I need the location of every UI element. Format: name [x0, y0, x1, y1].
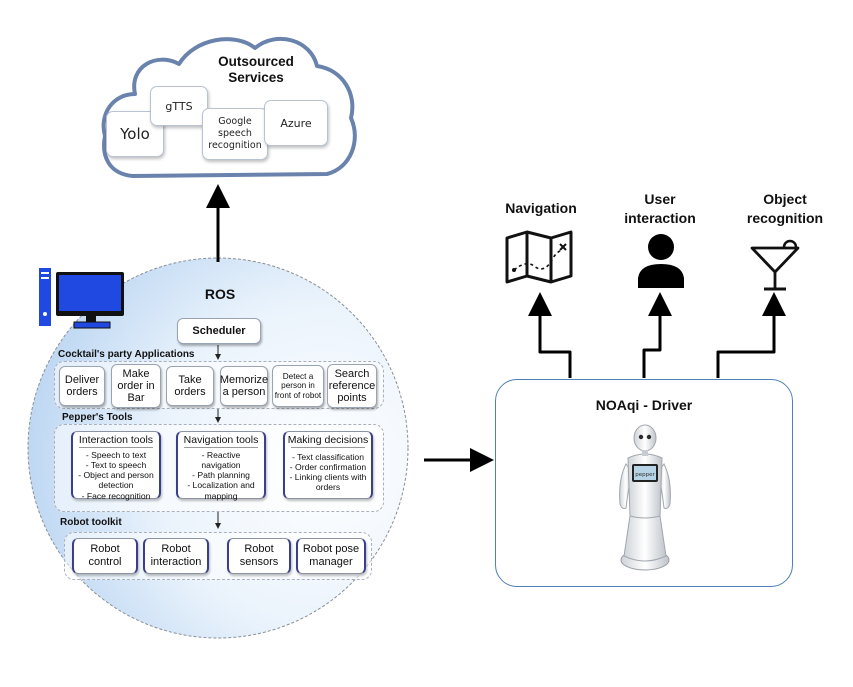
service-azure: Azure: [264, 100, 328, 146]
arrow-driver-to-object: [716, 292, 786, 378]
navigation-tools-box: Navigation tools - Reactive navigation -…: [176, 431, 266, 501]
object-recognition-label: Object recognition: [746, 191, 824, 226]
user-icon: [638, 234, 684, 288]
arrow-driver-to-user: [642, 292, 672, 378]
making-decisions-title: Making decisions: [287, 434, 369, 446]
arrow-driver-to-navigation: [528, 292, 572, 378]
interaction-tools-title: Interaction tools: [78, 434, 154, 446]
apps-section-label: Cocktail's party Applications: [58, 349, 195, 360]
making-decisions-box: Making decisions - Text classification -…: [283, 431, 373, 499]
svg-text:pepper: pepper: [635, 472, 655, 478]
cocktail-icon: [750, 239, 800, 291]
interaction-tools-box: Interaction tools - Speech to text - Tex…: [71, 431, 161, 501]
service-yolo: Yolo: [106, 111, 164, 157]
cloud-title: Outsourced Services: [218, 54, 294, 85]
map-icon: [505, 230, 573, 284]
computer-icon: [39, 268, 124, 329]
tools-section-label: Pepper's Tools: [62, 412, 133, 423]
ros-title: ROS: [204, 286, 236, 302]
service-gtts: gTTS: [150, 86, 208, 126]
making-decisions-list: - Text classification - Order confirmati…: [289, 452, 367, 493]
pepper-robot-image: pepper: [619, 424, 671, 571]
interaction-tools-list: - Speech to text - Text to speech - Obje…: [78, 450, 154, 501]
scheduler-box: Scheduler: [177, 318, 261, 344]
user-interaction-label: User interaction: [624, 191, 696, 226]
driver-title: NOAqi - Driver: [595, 397, 693, 413]
navigation-label: Navigation: [505, 200, 577, 216]
navigation-tools-list: - Reactive navigation - Path planning - …: [187, 450, 255, 501]
navigation-tools-title: Navigation tools: [183, 434, 259, 446]
toolkit-section-label: Robot toolkit: [60, 517, 122, 528]
